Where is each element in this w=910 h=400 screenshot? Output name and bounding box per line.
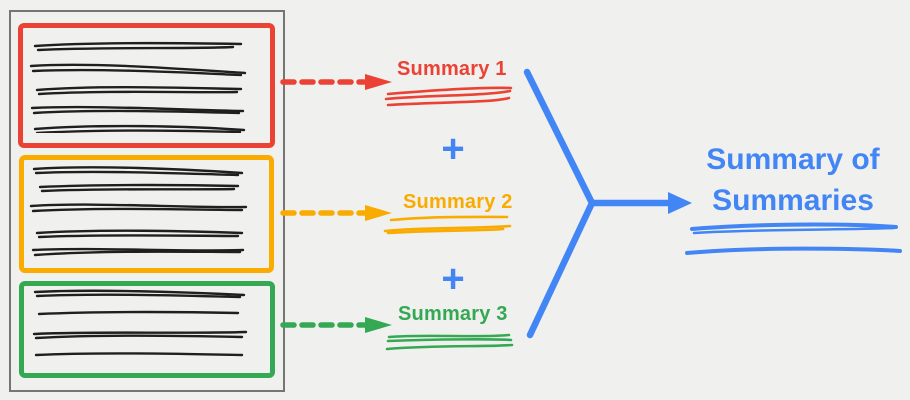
dashed-arrow-icon	[280, 317, 392, 333]
scribble-underline-icon	[385, 333, 514, 351]
summary-2-label: Summary 2	[403, 191, 513, 213]
document-chunk-3	[19, 281, 275, 378]
dashed-arrow-icon	[280, 74, 392, 90]
source-document	[9, 10, 285, 392]
handwriting-lines-icon	[29, 41, 247, 133]
document-chunk-1	[18, 23, 275, 148]
scribble-underline-icon	[685, 222, 902, 255]
document-chunk-2	[19, 155, 274, 273]
scribble-underline-icon	[384, 86, 513, 107]
plus-sign: +	[441, 257, 465, 301]
scribble-underline-icon	[383, 215, 512, 235]
summary-3-label: Summary 3	[398, 303, 508, 325]
result-line-2: Summaries	[712, 184, 874, 217]
plus-sign: +	[441, 127, 465, 171]
handwriting-lines-icon	[29, 166, 248, 257]
merge-arrow-icon	[523, 68, 692, 339]
summary-1-label: Summary 1	[397, 58, 507, 80]
result-line-1: Summary of	[706, 143, 880, 176]
handwriting-lines-icon	[32, 289, 248, 357]
dashed-arrow-icon	[280, 205, 392, 221]
summary-of-summaries-label: Summary of Summaries	[683, 139, 903, 221]
